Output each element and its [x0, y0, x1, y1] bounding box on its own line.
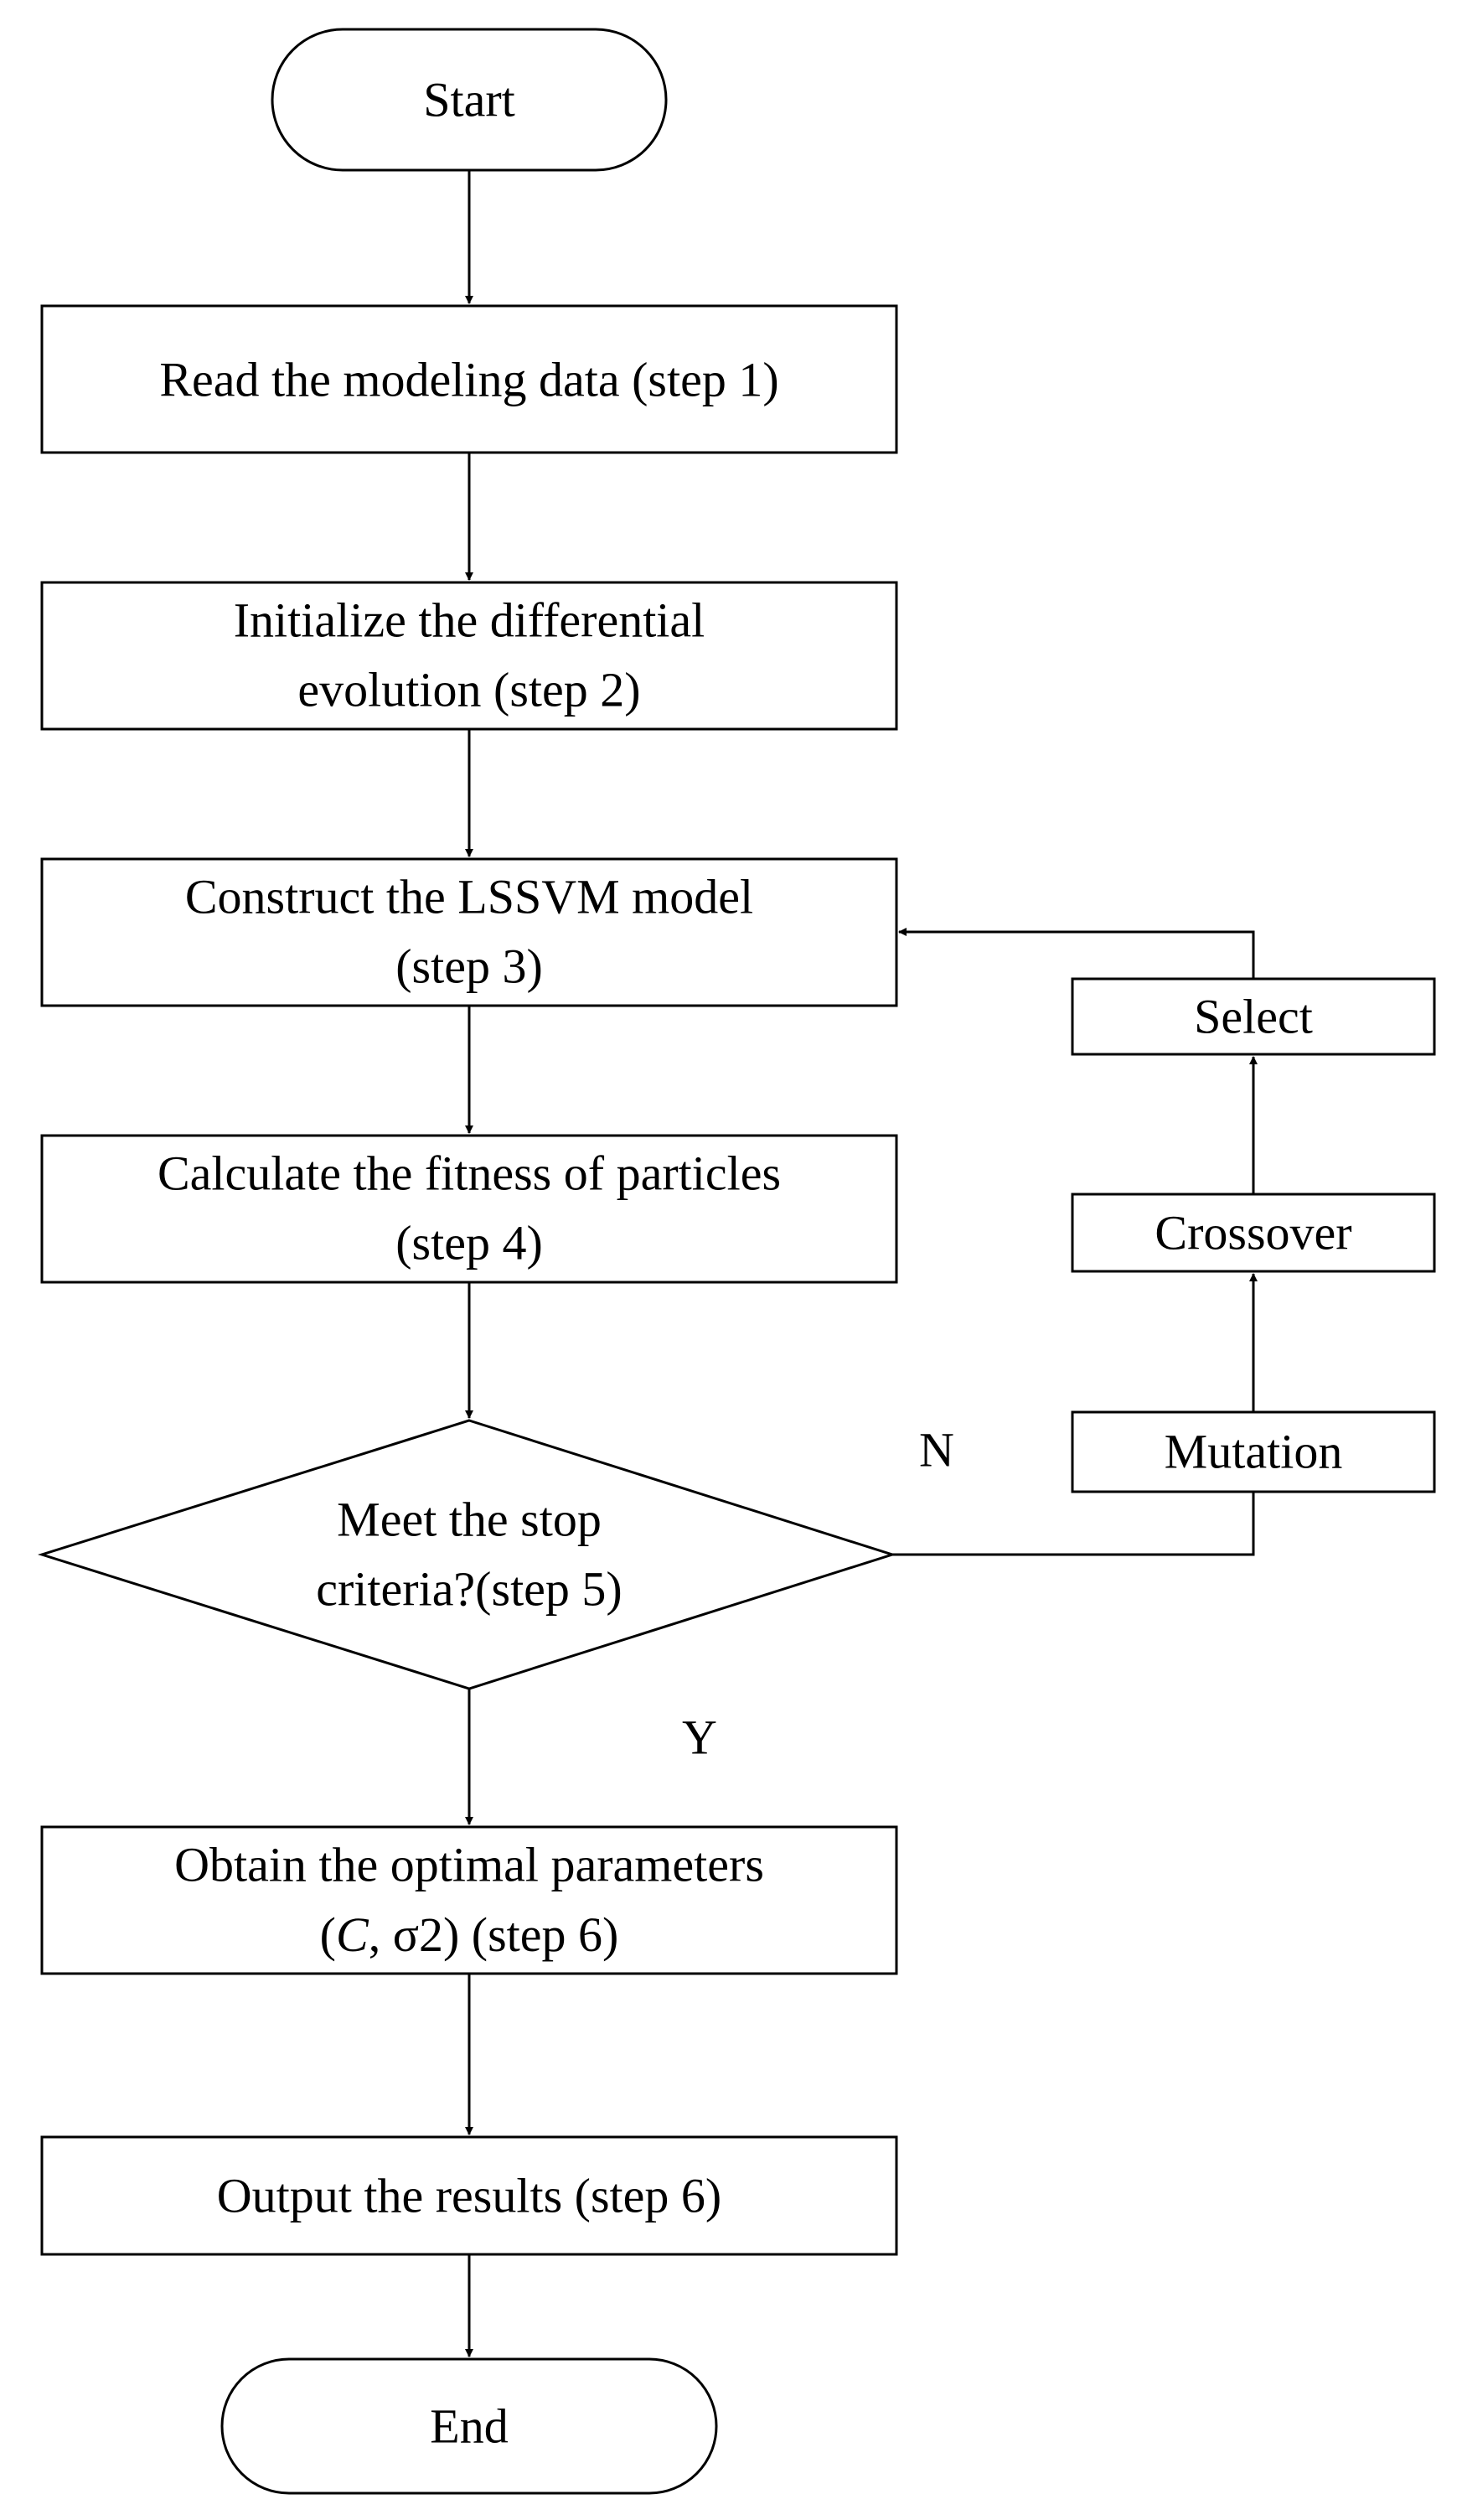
step6-param-c: C: [336, 1907, 369, 1962]
step2-box: [40, 581, 898, 731]
step4-label-line2: (step 4): [395, 1216, 543, 1270]
step2-label-line1: Initialize the differential: [234, 593, 705, 648]
step1-label: Read the modeling data (step 1): [159, 353, 778, 407]
step3-box: [40, 857, 898, 1007]
crossover-box: [1071, 1193, 1436, 1273]
mutation-box: [1071, 1410, 1436, 1493]
connector-decision-to-mutation: [892, 1492, 1255, 1556]
no-branch-label: N: [919, 1423, 954, 1477]
step6-param-rest: , σ2) (step 6): [369, 1907, 619, 1962]
select-label: Select: [1194, 990, 1313, 1044]
decision-diamond: [37, 1419, 896, 1690]
step6-paren-open: (: [320, 1907, 336, 1962]
step6-label-line2: (C, σ2) (step 6): [320, 1907, 619, 1962]
select-box: [1071, 977, 1436, 1056]
end-terminator: [220, 2357, 718, 2495]
step1-box: [40, 304, 898, 454]
decision-label-line2: criteria?(step 5): [316, 1562, 623, 1617]
step6-label-line1: Obtain the optimal parameters: [174, 1838, 764, 1892]
yes-branch-label: Y: [682, 1710, 717, 1765]
end-label: End: [430, 2399, 508, 2454]
step4-label-line1: Calculate the fitness of particles: [158, 1146, 781, 1201]
step2-label-line2: evolution (step 2): [297, 663, 640, 717]
output-label: Output the results (step 6): [217, 2169, 721, 2223]
decision-label-line1: Meet the stop: [337, 1493, 602, 1547]
step3-label-line1: Construct the LSSVM model: [185, 870, 753, 924]
step3-label-line2: (step 3): [395, 939, 543, 994]
crossover-label: Crossover: [1155, 1206, 1351, 1260]
arrow-select-to-step3: [898, 928, 1255, 979]
mutation-label: Mutation: [1165, 1425, 1343, 1479]
start-label: Start: [423, 73, 515, 127]
step4-box: [40, 1134, 898, 1284]
